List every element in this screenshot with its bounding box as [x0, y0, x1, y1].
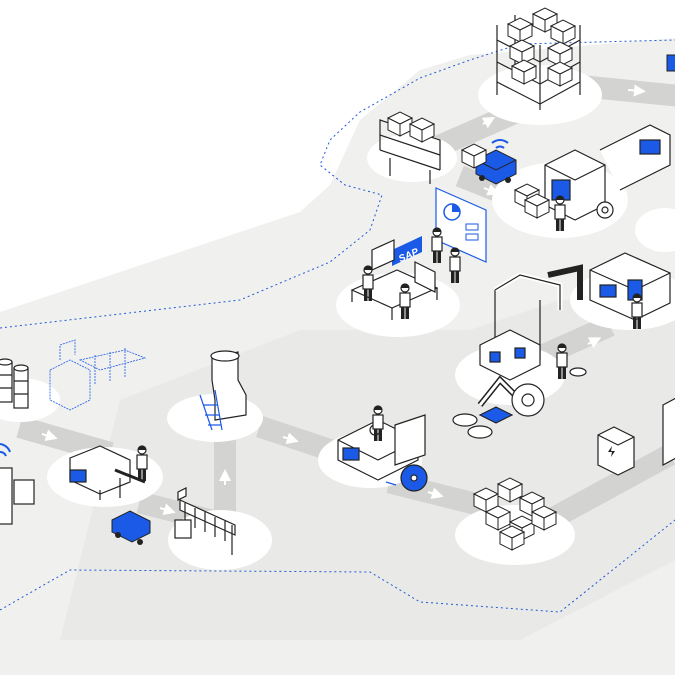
storage-shelf	[379, 111, 441, 184]
conveyor-arrows	[41, 84, 646, 516]
erp-office-desk	[350, 239, 439, 320]
power-cabinet	[597, 426, 635, 476]
packaging-line	[69, 445, 146, 500]
agv-top-right	[666, 54, 675, 72]
assembly-machine-right	[547, 252, 671, 321]
tall-machine-edge	[662, 397, 675, 466]
left-edge-machine	[0, 443, 35, 525]
conveyor-line	[174, 487, 236, 555]
barrel-storage	[0, 358, 29, 409]
silo	[199, 350, 247, 431]
cnc-machine	[337, 414, 428, 492]
wifi-icon	[491, 139, 509, 149]
lightning-icon	[608, 446, 615, 457]
agv-delivery	[461, 139, 517, 185]
warehouse-racks	[496, 7, 581, 110]
robot-cell	[452, 272, 587, 439]
digital-twin-wireframe	[49, 339, 147, 411]
agv-lower	[111, 510, 151, 545]
wifi-icon-left	[0, 443, 11, 457]
dashboard-screen	[435, 187, 487, 263]
